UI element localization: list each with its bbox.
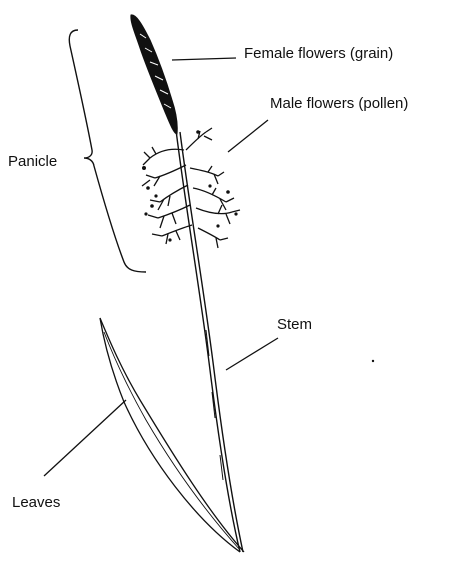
speck [372, 360, 374, 362]
male-leader-line [228, 120, 268, 152]
stem-leader-line [226, 338, 278, 370]
female-leader-line [172, 58, 236, 60]
male-flowers [142, 128, 240, 248]
panicle-bracket [69, 30, 146, 272]
panicle-label: Panicle [8, 153, 57, 171]
male-flowers-label: Male flowers (pollen) [270, 95, 408, 113]
leaves-leader-line [44, 400, 126, 476]
female-flowers-label: Female flowers (grain) [244, 45, 393, 63]
female-spike [131, 15, 177, 134]
stem-label: Stem [277, 316, 312, 334]
leaves-label: Leaves [12, 494, 60, 512]
